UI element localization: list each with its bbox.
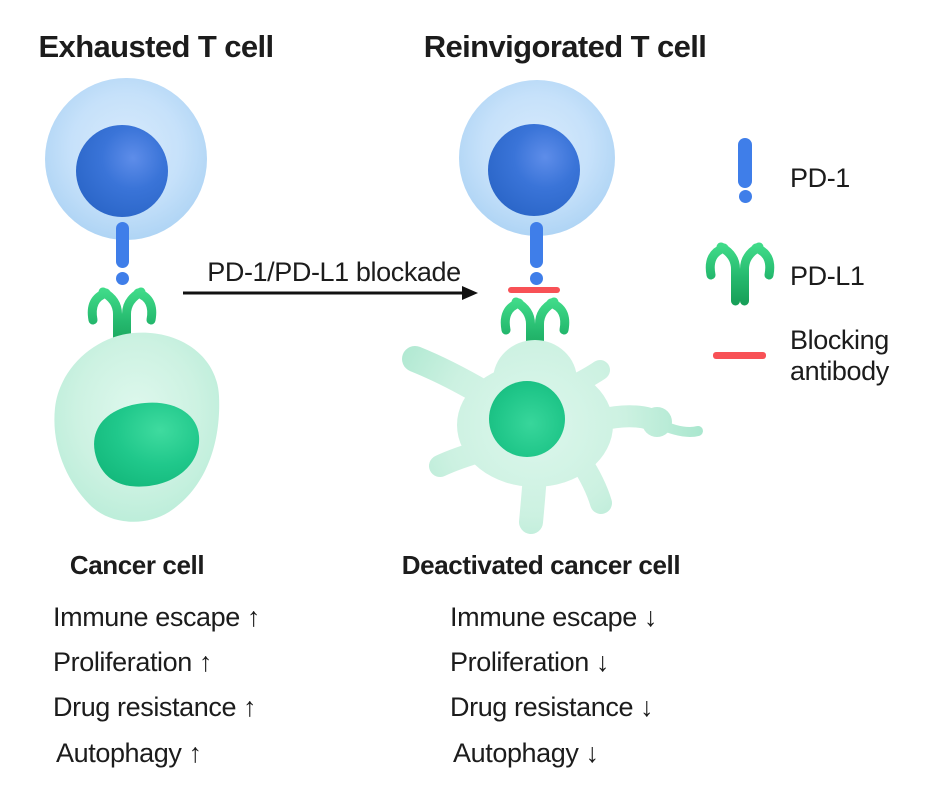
left-pd1-receptor-stick xyxy=(116,222,129,268)
cell-arm-upper-left xyxy=(402,346,508,413)
deactivated-cancer-cell-body xyxy=(402,340,703,534)
cell-arm-lower-left xyxy=(429,439,496,477)
cancer-cell-label: Cancer cell xyxy=(69,550,205,580)
legend-pdl1-label: PD-L1 xyxy=(790,261,865,291)
right-pd1-receptor-stick xyxy=(530,222,543,268)
legend-blocking-antibody-label: Blocking antibody xyxy=(790,325,889,386)
right-pd1-receptor-dot xyxy=(530,272,543,285)
deactivated-cancer-cell xyxy=(402,340,703,534)
pdl1-light-chain-left xyxy=(705,243,729,280)
right-tcell xyxy=(459,80,615,236)
legend-pd1-label: PD-1 xyxy=(790,163,850,193)
exhausted-tcell-title: Exhausted T cell xyxy=(38,29,274,64)
blockade-arrow xyxy=(183,286,478,300)
legend-pdl1-icon xyxy=(705,242,775,306)
pdl1-light-chain-left xyxy=(500,298,524,335)
cancer-cell-nucleus xyxy=(94,402,200,487)
deactivated-cancer-cell-nucleus xyxy=(489,381,565,457)
left-pd1-receptor-dot xyxy=(116,272,129,285)
deactivated-cancer-cell-label: Deactivated cancer cell xyxy=(401,550,681,580)
arrow-head xyxy=(462,286,478,300)
right-effect-proliferation: Proliferation ↓ xyxy=(450,647,610,677)
left-effect-autophagy: Autophagy ↑ xyxy=(56,738,202,768)
pdl1-light-chain-right xyxy=(133,288,157,325)
pdl1-heavy-chain-right xyxy=(740,242,764,306)
legend-blocking-antibody-icon xyxy=(713,352,766,359)
pdl1-light-chain-left xyxy=(87,288,111,325)
pdl1-light-chain-right xyxy=(546,298,570,335)
left-tcell xyxy=(45,78,207,240)
cell-arm-bottom xyxy=(519,463,547,534)
left-effect-drug-resistance: Drug resistance ↑ xyxy=(53,692,257,722)
cancer-cell xyxy=(54,332,220,522)
tcell-nucleus xyxy=(488,124,580,216)
cell-arm-lower-right xyxy=(569,449,612,514)
left-pdl1-ligand xyxy=(87,287,157,351)
reinvigorated-tcell-title: Reinvigorated T cell xyxy=(423,29,707,64)
left-effect-proliferation: Proliferation ↑ xyxy=(53,647,213,677)
right-effect-autophagy: Autophagy ↓ xyxy=(453,738,599,768)
right-pdl1-ligand xyxy=(500,297,570,361)
cell-arm-upper-right xyxy=(560,360,610,397)
blockade-arrow-label: PD-1/PD-L1 blockade xyxy=(207,257,461,287)
right-effect-drug-resistance: Drug resistance ↓ xyxy=(450,692,654,722)
legend-pd1-icon-dot xyxy=(739,190,752,203)
cell-arm-right-bulb xyxy=(642,407,672,437)
right-effect-immune-escape: Immune escape ↓ xyxy=(450,602,658,632)
blocking-antibody-bar xyxy=(508,287,560,293)
pdl1-light-chain-right xyxy=(751,243,775,280)
tcell-nucleus xyxy=(76,125,168,217)
pdl1-heavy-chain-left xyxy=(716,242,740,306)
left-effect-immune-escape: Immune escape ↑ xyxy=(53,602,261,632)
legend-pd1-icon xyxy=(738,138,752,188)
